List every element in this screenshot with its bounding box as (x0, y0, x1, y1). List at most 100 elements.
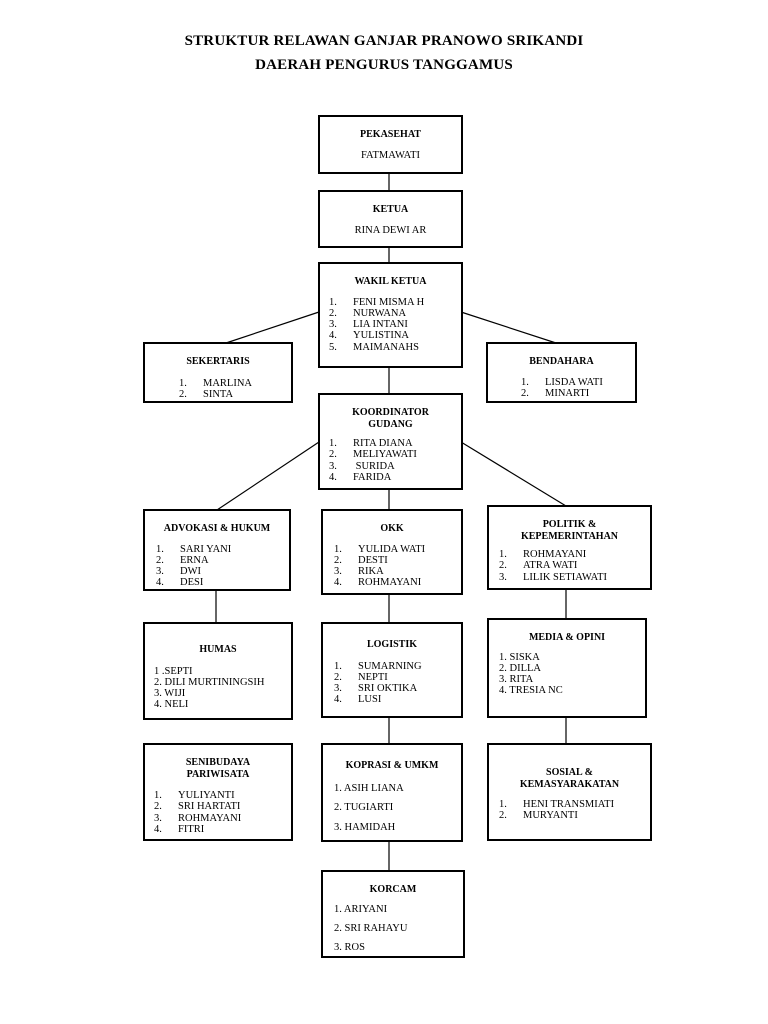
senibudaya-pariwisata-box: SENIBUDAYA PARIWISATA 1.YULIYANTI 2.SRI … (143, 743, 293, 841)
connector-koordinator-advokasi (216, 441, 320, 511)
media-title: MEDIA & OPINI (528, 632, 606, 643)
koprasi-list: 1. ASIH LIANA 2. TUGIARTI 3. HAMIDAH (334, 779, 461, 838)
list-item: 2. TUGIARTI (334, 802, 394, 813)
pekasehat-name: FATMAWATI (360, 149, 421, 161)
advokasi-list: 1.SARI YANI 2.ERNA 3.DWI 4.DESI (156, 544, 289, 589)
list-item: 3. ROS (334, 941, 365, 953)
list-item: 3. HAMIDAH (334, 821, 396, 833)
politik-list: 1.ROHMAYANI 2.ATRA WATI 3.LILIK SETIAWAT… (499, 549, 650, 583)
koprasi-title: KOPRASI & UMKM (345, 760, 439, 771)
koprasi-umkm-box: KOPRASI & UMKM 1. ASIH LIANA 2. TUGIARTI… (321, 743, 463, 842)
list-item: 1. SISKA (499, 651, 540, 663)
wakil-ketua-box: WAKIL KETUA 1.FENI MISMA H 2.NURWANA 3.L… (318, 262, 463, 368)
list-item: 2. DILI MURTININGSIH (154, 676, 265, 688)
list-item: 4. NELI (154, 699, 189, 711)
list-item: 4.FITRI (154, 823, 205, 835)
sosial-title-line2: KEMASYARAKATAN (519, 778, 620, 790)
list-item: 4.YULISTINA (329, 330, 409, 342)
koordinator-title-line2: GUDANG (368, 418, 413, 430)
list-item: 1.ROHMAYANI (499, 549, 587, 560)
humas-box: HUMAS 1 .SEPTI 2. DILI MURTININGSIH 3. W… (143, 622, 293, 720)
ketua-title: KETUA (372, 204, 409, 215)
list-item: 3.LIA INTANI (329, 319, 408, 331)
list-item: 2.SRI HARTATI (154, 801, 241, 813)
list-item: 3. RITA (499, 674, 534, 686)
list-item: 2. DILLA (499, 662, 541, 674)
list-item: 4.FARIDA (329, 471, 392, 483)
list-item: 3. SURIDA (329, 460, 395, 472)
list-item: 1.LISDA WATI (521, 376, 603, 388)
politik-title-line2: KEPEMERINTAHAN (520, 530, 619, 542)
logistik-title: LOGISTIK (366, 639, 418, 650)
humas-list: 1 .SEPTI 2. DILI MURTININGSIH 3. WIJI 4.… (154, 666, 291, 711)
list-item: 2.ATRA WATI (499, 560, 578, 572)
list-item: 1.SUMARNING (334, 660, 422, 672)
chart-title-line2: DAERAH PENGURUS TANGGAMUS (255, 57, 513, 73)
list-item: 5.MAIMANAHS (329, 341, 419, 353)
list-item: 1. ARIYANI (334, 903, 388, 915)
connector-koordinator-politik (460, 441, 567, 507)
humas-title: HUMAS (199, 644, 237, 655)
senibudaya-list: 1.YULIYANTI 2.SRI HARTATI 3.ROHMAYANI 4.… (154, 790, 291, 835)
list-item: 1.SARI YANI (156, 543, 232, 555)
logistik-box: LOGISTIK 1.SUMARNING 2.NEPTI 3.SRI OKTIK… (321, 622, 463, 718)
list-item: 1.YULIYANTI (154, 790, 235, 801)
pekasehat-title: PEKASEHAT (360, 129, 421, 140)
bendahara-title: BENDAHARA (529, 356, 594, 367)
politik-kepemerintahan-box: POLITIK & KEPEMERINTAHAN 1.ROHMAYANI 2.A… (487, 505, 652, 590)
list-item: 2.ERNA (156, 554, 209, 566)
list-item: 2.NEPTI (334, 671, 388, 683)
list-item: 1. ASIH LIANA (334, 782, 404, 794)
connector-wakil-bendahara (460, 311, 557, 344)
media-opini-box: MEDIA & OPINI 1. SISKA 2. DILLA 3. RITA … (487, 618, 647, 718)
okk-title: OKK (380, 523, 404, 534)
logistik-list: 1.SUMARNING 2.NEPTI 3.SRI OKTIKA 4.LUSI (334, 661, 461, 706)
sekertaris-list: 1.MARLINA 2.SINTA (179, 378, 291, 401)
connector-wakil-sekertaris (225, 311, 320, 344)
media-list: 1. SISKA 2. DILLA 3. RITA 4. TRESIA NC (499, 652, 645, 697)
chart-title-line1: STRUKTUR RELAWAN GANJAR PRANOWO SRIKANDI (184, 33, 584, 49)
list-item: 3.DWI (156, 566, 201, 578)
sosial-title-line1: SOSIAL & (546, 767, 593, 778)
list-item: 4.LUSI (334, 694, 382, 706)
sosial-list: 1.HENI TRANSMIATI 2.MURYANTI (499, 799, 650, 822)
okk-list: 1.YULIDA WATI 2.DESTI 3.RIKA 4.ROHMAYANI (334, 544, 461, 589)
list-item: 4.DESI (156, 577, 204, 589)
list-item: 2.SINTA (179, 388, 234, 400)
list-item: 4.ROHMAYANI (334, 577, 422, 589)
list-item: 1.FENI MISMA H (329, 296, 425, 308)
advokasi-title: ADVOKASI & HUKUM (163, 523, 271, 534)
sosial-kemasyarakatan-box: SOSIAL & KEMASYARAKATAN 1.HENI TRANSMIAT… (487, 743, 652, 841)
list-item: 1.RITA DIANA (329, 438, 413, 449)
korcam-list: 1. ARIYANI 2. SRI RAHAYU 3. ROS (334, 900, 463, 957)
ketua-box: KETUA RINA DEWI AR (318, 190, 463, 248)
korcam-title: KORCAM (369, 884, 417, 895)
sekertaris-box: SEKERTARIS 1.MARLINA 2.SINTA (143, 342, 293, 403)
bendahara-box: BENDAHARA 1.LISDA WATI 2.MINARTI (486, 342, 637, 403)
list-item: 2.MELIYAWATI (329, 449, 417, 461)
list-item: 3.SRI OKTIKA (334, 683, 418, 695)
koordinator-title-line1: KOORDINATOR (352, 407, 429, 418)
list-item: 2.MURYANTI (499, 810, 578, 822)
sekertaris-title: SEKERTARIS (186, 356, 250, 367)
list-item: 2.NURWANA (329, 307, 407, 319)
wakil-ketua-list: 1.FENI MISMA H 2.NURWANA 3.LIA INTANI 4.… (329, 297, 461, 353)
politik-title-line1: POLITIK & (542, 519, 597, 530)
list-item: 3.ROHMAYANI (154, 812, 242, 824)
list-item: 3.LILIK SETIAWATI (499, 571, 608, 583)
advokasi-hukum-box: ADVOKASI & HUKUM 1.SARI YANI 2.ERNA 3.DW… (143, 509, 291, 591)
bendahara-list: 1.LISDA WATI 2.MINARTI (521, 377, 635, 400)
list-item: 2.MINARTI (521, 387, 590, 399)
pekasehat-box: PEKASEHAT FATMAWATI (318, 115, 463, 174)
list-item: 2.DESTI (334, 554, 388, 566)
list-item: 3. WIJI (154, 688, 186, 700)
list-item: 1.HENI TRANSMIATI (499, 799, 615, 810)
senibudaya-title-line2: PARIWISATA (186, 768, 250, 780)
koordinator-gudang-box: KOORDINATOR GUDANG 1.RITA DIANA 2.MELIYA… (318, 393, 463, 490)
list-item: 4. TRESIA NC (499, 685, 563, 697)
ketua-name: RINA DEWI AR (354, 224, 427, 236)
koordinator-list: 1.RITA DIANA 2.MELIYAWATI 3. SURIDA 4.FA… (329, 438, 461, 483)
korcam-box: KORCAM 1. ARIYANI 2. SRI RAHAYU 3. ROS (321, 870, 465, 958)
list-item: 1 .SEPTI (154, 665, 193, 677)
